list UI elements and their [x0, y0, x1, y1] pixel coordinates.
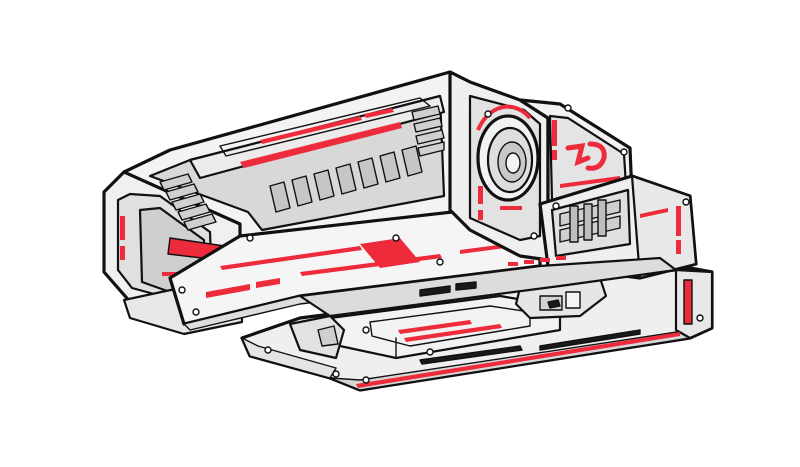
platform-rivets: [264, 314, 704, 384]
lip-accent-1: [206, 284, 250, 298]
trench-left-grille: [159, 173, 217, 231]
trench-right-grille: [411, 105, 445, 157]
right-module-grille: [559, 199, 621, 243]
lip-rivets: [178, 234, 444, 316]
stylized-glyph-emblem: [565, 141, 607, 171]
engine-pod: [448, 70, 550, 262]
right-module-dashes: [508, 256, 566, 266]
underhull-strip: [298, 256, 678, 318]
platform-accent-right: [683, 279, 693, 325]
pad-accent-stripe: [398, 320, 472, 334]
trench-ribs: [269, 145, 423, 213]
lower-platform: [240, 266, 714, 392]
hull-top-trench: [122, 70, 472, 262]
right-module: [508, 98, 698, 280]
top-red-stripe: [240, 122, 402, 168]
